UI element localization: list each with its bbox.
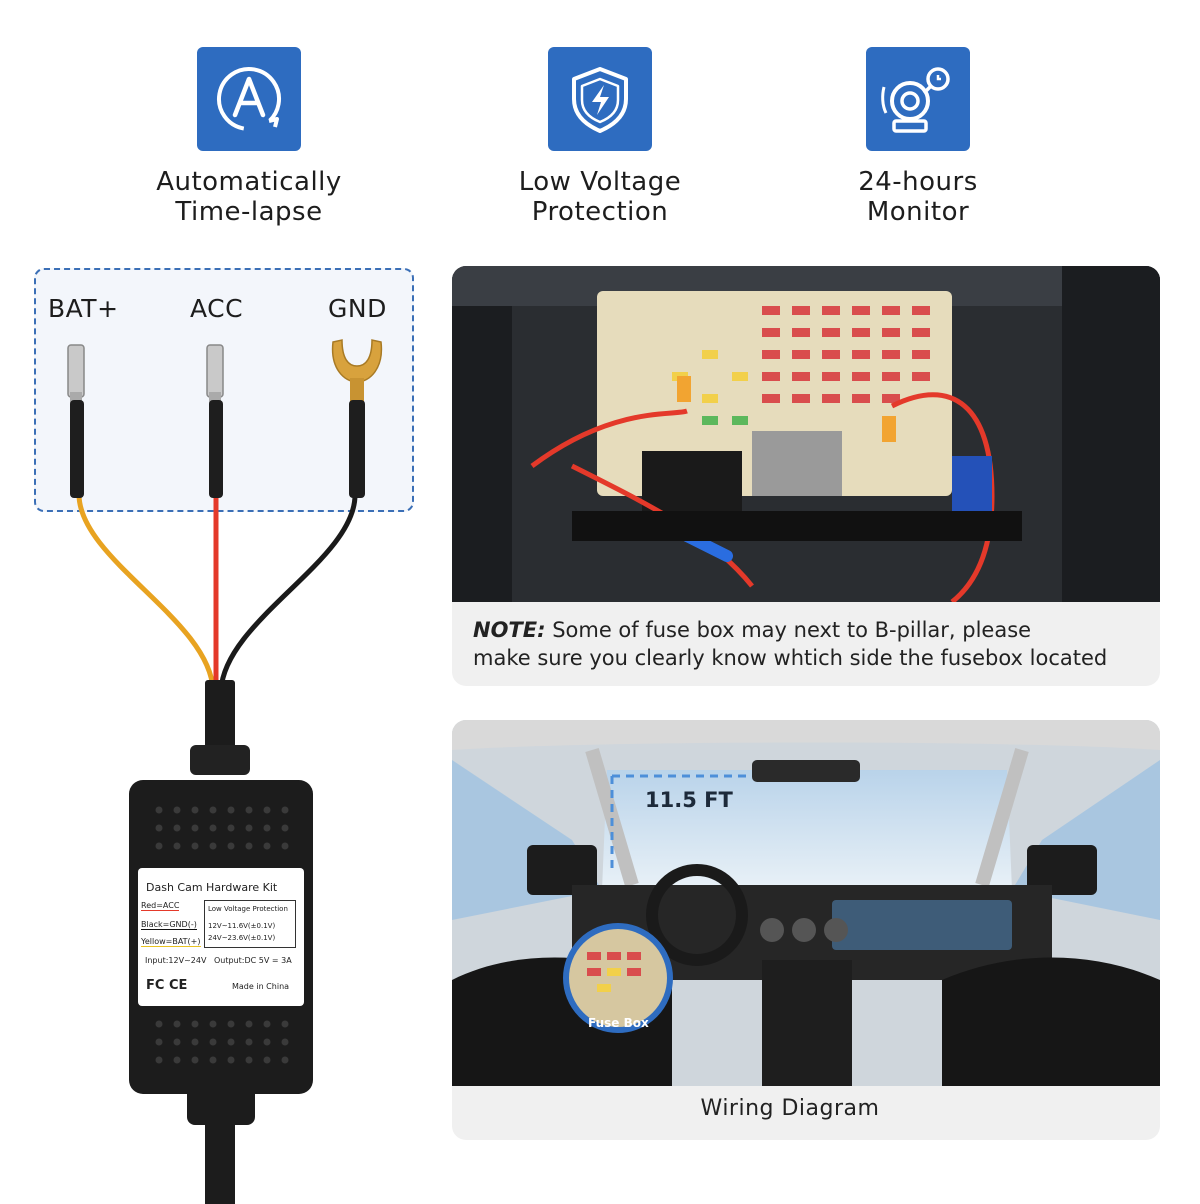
sticker-title: Dash Cam Hardware Kit — [146, 881, 278, 894]
gnd-label: GND — [328, 294, 387, 323]
car-interior-photo — [452, 720, 1160, 1086]
sticker-certs: FC CE — [146, 978, 188, 993]
sticker-lvp-12: 12V~11.6V(±0.1V) — [208, 922, 276, 930]
note-line1: Some of fuse box may next to B-pillar, p… — [552, 618, 1032, 642]
black-wire — [218, 494, 358, 691]
sticker-made: Made in China — [232, 982, 290, 991]
output-cable — [187, 1085, 255, 1125]
fuse-box-label: Fuse Box — [588, 1016, 649, 1030]
fusebox-photo — [452, 266, 1160, 602]
sticker-lvp-title: Low Voltage Protection — [208, 905, 288, 913]
yellow-wire — [76, 494, 216, 691]
wiring-diagram-panel: 11.5 FT Fuse Box Wiring Diagram — [452, 720, 1160, 1140]
note-caption: NOTE: Some of fuse box may next to B-pil… — [473, 616, 1107, 672]
note-line2: make sure you clearly know whtich side t… — [473, 646, 1108, 670]
note-label: NOTE: — [473, 618, 546, 642]
sticker-black: Black=GND(-) — [141, 920, 197, 930]
acc-label: ACC — [190, 294, 244, 323]
gnd-fork-terminal — [331, 339, 383, 498]
vent-grille — [155, 806, 289, 1064]
sticker-yellow: Yellow=BAT(+) — [141, 937, 201, 947]
wire-harness — [67, 339, 383, 1204]
bat-terminal — [67, 344, 85, 498]
sticker-output: Output:DC 5V = 3A — [214, 956, 292, 965]
wiring-diagram-caption: Wiring Diagram — [700, 1096, 880, 1121]
module-label-sticker: Dash Cam Hardware Kit Red=ACC Black=GND(… — [138, 868, 304, 1006]
acc-terminal — [206, 344, 224, 498]
sticker-lvp-box — [204, 900, 296, 948]
bat-plus-label: BAT+ — [48, 294, 119, 323]
auto-timelapse-icon — [197, 47, 301, 151]
cable-length-label: 11.5 FT — [645, 788, 733, 812]
shield-bolt-icon — [548, 47, 652, 151]
sticker-red: Red=ACC — [141, 901, 180, 911]
fusebox-panel: NOTE: Some of fuse box may next to B-pil… — [452, 266, 1160, 686]
sticker-lvp-24: 24V~23.6V(±0.1V) — [208, 934, 276, 942]
sticker-input: Input:12V~24V — [145, 956, 207, 965]
camera-monitor-icon — [866, 47, 970, 151]
